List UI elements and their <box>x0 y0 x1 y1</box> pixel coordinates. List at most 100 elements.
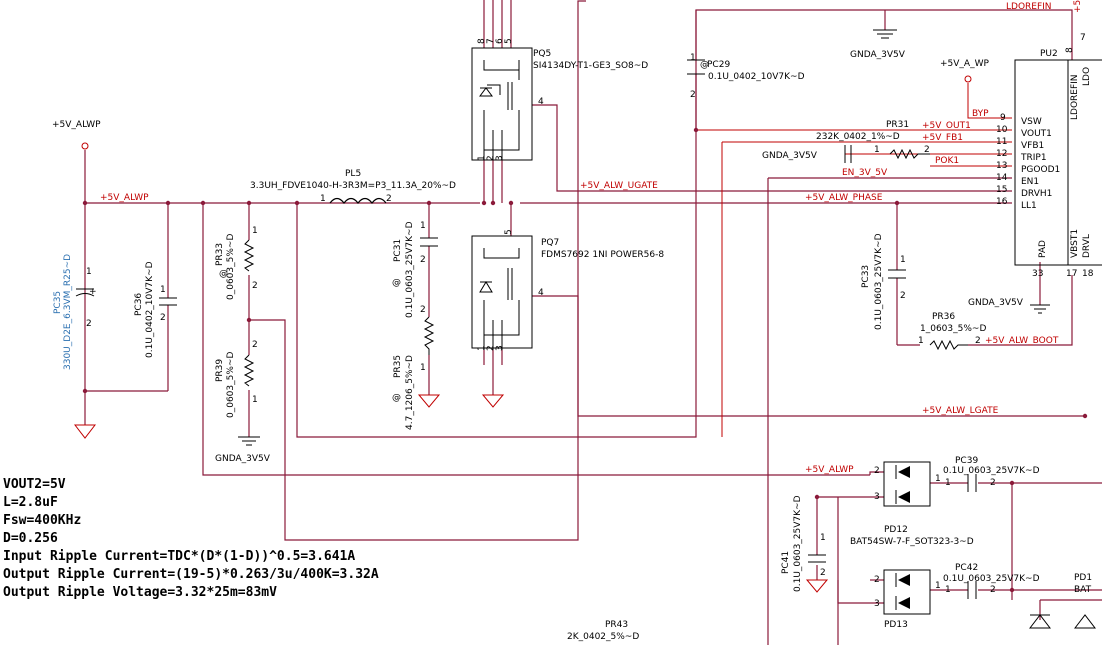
pd12-diode-pair <box>883 461 931 507</box>
pq7-pin1: 1 <box>477 345 487 351</box>
pu2-pin-name-vout1: VOUT1 <box>1021 129 1052 139</box>
pq7-mosfet <box>471 235 533 350</box>
pc42-pin2: 2 <box>990 585 996 595</box>
pr33-mark: @ <box>219 269 228 279</box>
pd13-diode-pair <box>883 569 931 615</box>
pu2-pin18: 18 <box>1082 269 1094 279</box>
pc36-pin2: 2 <box>160 313 166 323</box>
pr31-pin2: 2 <box>924 145 930 155</box>
pc29-pin1: 1 <box>690 53 696 63</box>
net-ldorefin: LDOREFIN <box>1006 2 1052 12</box>
net-wires <box>84 0 1102 645</box>
junction-dots <box>82 127 1088 593</box>
pc35-pin1: 1 <box>86 267 92 277</box>
pc42-pin1: 1 <box>945 585 951 595</box>
pc31-mark: @ <box>392 278 401 288</box>
pr33-pin2: 2 <box>252 281 258 291</box>
pq5-ref: PQ5 <box>533 49 551 59</box>
note-fsw: Fsw=400KHz <box>3 513 81 528</box>
pc41-pin2: 2 <box>820 568 826 578</box>
capacitors <box>75 59 977 599</box>
pr43-value: 2K_0402_5%~D <box>567 632 639 642</box>
pr31-ref: PR31 <box>886 120 909 130</box>
pu2-pin-num-11: 11 <box>996 137 1007 147</box>
pu2-pad-label: PAD <box>1038 240 1048 258</box>
pd13-ref: PD13 <box>884 620 908 630</box>
pq7-pin2: 2 <box>486 345 496 351</box>
pc33-ref: PC33 <box>861 265 871 288</box>
note-vout2: VOUT2=5V <box>3 477 66 492</box>
pq7-pin3: 3 <box>495 345 505 351</box>
net-gnda-left: GNDA_3V5V <box>215 454 271 464</box>
net-en-3v-5v: EN_3V_5V <box>842 168 888 178</box>
pc33-value: 0.1U_0603_25V7K~D <box>874 233 884 330</box>
pq5-pin3: 3 <box>495 155 505 161</box>
pc29-mark: @ <box>700 60 709 70</box>
pr33-value: 0_0603_5%~D <box>226 234 236 300</box>
net-p5v-alwp-top: +5V_ALWP <box>52 120 101 130</box>
pr33-ref: PR33 <box>215 243 225 266</box>
pr35-mark: @ <box>392 393 401 403</box>
pl5-ref: PL5 <box>345 169 361 179</box>
net-byp: BYP <box>972 109 989 119</box>
pc36-value: 0.1U_0402_10V7K~D <box>145 261 155 358</box>
net-p5v-out1: +5V_OUT1 <box>922 121 971 131</box>
pu2-vbst1-label: VBST1 <box>1070 229 1080 258</box>
pu2-pin7: 7 <box>1080 33 1086 43</box>
pq5-pin6: 6 <box>495 38 505 44</box>
pu2-drvl-label: DRVL <box>1082 234 1092 258</box>
net-p5v-fb1: +5V_FB1 <box>922 133 963 143</box>
pc41-value: 0.1U_0603_25V7K~D <box>793 495 803 592</box>
pr39-ref: PR39 <box>215 359 225 382</box>
pr35-pin1: 1 <box>420 363 426 373</box>
pd13-pin2: 2 <box>874 575 880 585</box>
pq5-pin5: 5 <box>504 38 514 44</box>
power-markers <box>81 75 972 150</box>
net-p5v-alw-boot: +5V_ALW_BOOT <box>985 336 1059 346</box>
pd13-pin3: 3 <box>874 599 880 609</box>
pu2-pin-num-16: 16 <box>996 197 1008 207</box>
pc41-pin1: 1 <box>820 533 826 543</box>
pr43-ref: PR43 <box>605 620 628 630</box>
pq7-pin4: 4 <box>538 288 544 298</box>
pu2-pin33: 33 <box>1032 269 1043 279</box>
pc33-pin1: 1 <box>900 255 906 265</box>
pc39-pin1: 1 <box>945 478 951 488</box>
pc36-ref: PC36 <box>134 293 144 316</box>
pr36-ref: PR36 <box>932 312 955 322</box>
net-p5v-a-wp: +5V_A_WP <box>940 59 989 69</box>
pr39-pin1: 1 <box>252 395 258 405</box>
pd12-ref: PD12 <box>884 525 908 535</box>
pq5-pin4: 4 <box>538 97 544 107</box>
pc39-value: 0.1U_0603_25V7K~D <box>943 466 1040 476</box>
pd12-pin1: 1 <box>935 474 941 484</box>
pu2-ldo-label: LDO <box>1082 67 1092 86</box>
pc29-pin2: 2 <box>690 90 696 100</box>
pl5-pin2: 1 <box>320 194 326 204</box>
pr39-value: 0_0603_5%~D <box>226 352 236 418</box>
pu2-pin-num-10: 10 <box>996 125 1008 135</box>
pc42-value: 0.1U_0603_25V7K~D <box>943 574 1040 584</box>
pu2-ldorefin-label: LDOREFIN <box>1070 74 1080 120</box>
pq5-mosfet <box>471 47 533 161</box>
net-gnda-mid: GNDA_3V5V <box>762 151 818 161</box>
pu2-pin-name-en1: EN1 <box>1021 177 1039 187</box>
net-p5v-alwp-bottom: +5V_ALWP <box>805 465 854 475</box>
pu2-pin8: 8 <box>1065 47 1075 53</box>
pc35-pin2: 2 <box>86 319 92 329</box>
pu2-pin-name-pgood1: PGOOD1 <box>1021 165 1060 175</box>
pq5-pin8: 8 <box>477 38 487 44</box>
pr35-ref: PR35 <box>393 355 403 378</box>
pc29-ref: PC29 <box>707 60 730 70</box>
net-p5v-alw-lgate: +5V_ALW_LGATE <box>922 406 999 416</box>
pd12-pin2: 2 <box>874 466 880 476</box>
pd12-pin3: 3 <box>874 492 880 502</box>
pc36-pin1: 1 <box>160 285 166 295</box>
pl5-inductor <box>329 197 387 204</box>
pr35-value: 4.7_1206_5%~D <box>405 355 415 430</box>
pc42-ref: PC42 <box>955 563 978 573</box>
pq5-pin2: 2 <box>486 155 496 161</box>
pc35-value: 330U_D2E_6.3VM_R25~D <box>63 254 73 370</box>
